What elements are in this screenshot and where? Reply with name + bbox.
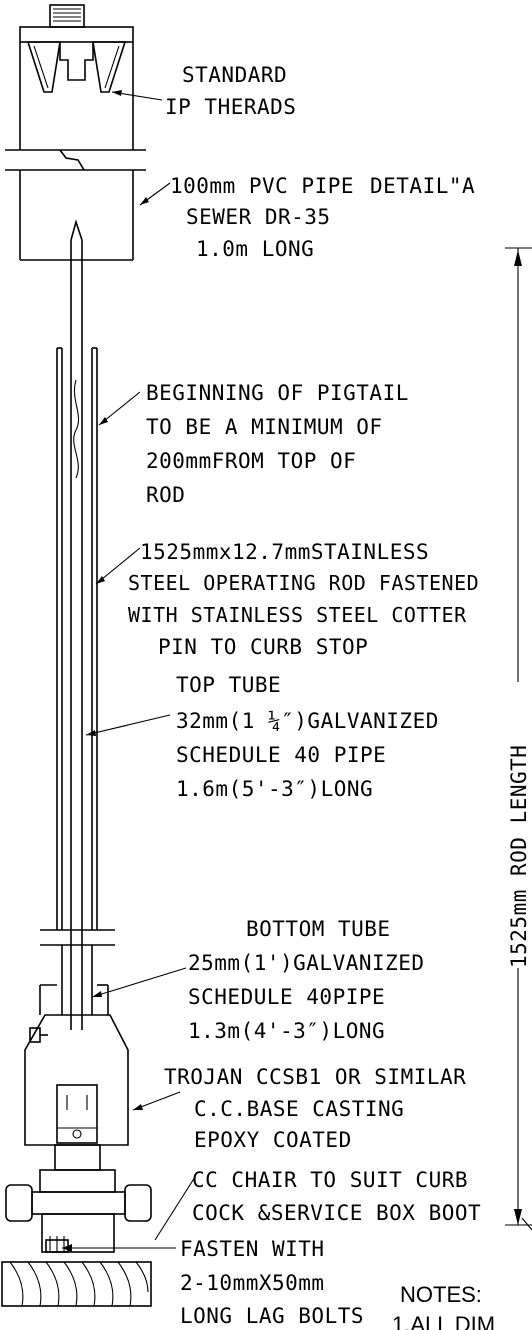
bottom-tube-line-1: BOTTOM TUBE — [246, 917, 391, 941]
rod-line-2: STEEL OPERATING ROD FASTENED — [128, 571, 479, 595]
chair-line-2: COCK &SERVICE BOX BOOT — [192, 1201, 481, 1225]
notes-title: NOTES: — [400, 1282, 482, 1307]
callout-top-tube: TOP TUBE 32mm(1 ¼″)GALVANIZED SCHEDULE 4… — [176, 673, 439, 801]
detail-label: DETAIL"A — [370, 174, 475, 198]
bottom-tube-line-3: SCHEDULE 40PIPE — [188, 985, 385, 1009]
pvc-pipe — [5, 41, 146, 261]
rod-line-1: 1525mmx12.7mmSTAINLESS — [140, 540, 429, 564]
callout-pvc-pipe: 100mm PVC PIPE SEWER DR-35 1.0m LONG — [170, 174, 354, 261]
chair-line-1: CC CHAIR TO SUIT CURB — [192, 1168, 468, 1192]
rod-length-label: 1525mm ROD LENGTH — [507, 745, 531, 968]
curb-stop — [5, 1144, 152, 1253]
rod-and-tubes — [40, 219, 115, 1030]
casting-line-2: C.C.BASE CASTING — [194, 1097, 404, 1121]
top-tube-line-1: TOP TUBE — [176, 673, 281, 697]
timber-base — [1, 1261, 152, 1307]
pvc-line-2: SEWER DR-35 — [186, 205, 331, 229]
rod-line-3: WITH STAINLESS STEEL COTTER — [128, 603, 467, 627]
top-tube-line-3: SCHEDULE 40 PIPE — [176, 743, 386, 767]
pigtail-line-1: BEGINNING OF PIGTAIL — [146, 381, 409, 405]
callout-standard-threads: STANDARD IP THERADS — [165, 63, 296, 119]
rod-line-4: PIN TO CURB STOP — [158, 635, 368, 659]
pvc-line-1: 100mm PVC PIPE — [170, 174, 354, 198]
bottom-tube-line-2: 25mm(1')GALVANIZED — [188, 951, 425, 975]
base-casting — [24, 984, 129, 1146]
top-tube-line-2: 32mm(1 ¼″)GALVANIZED — [176, 709, 439, 733]
callout-fasten: FASTEN WITH 2-10mmX50mm LONG LAG BOLTS — [180, 1237, 364, 1328]
thread-cap — [19, 4, 134, 43]
notes: NOTES: 1.ALL DIM — [392, 1282, 495, 1330]
pigtail-line-2: TO BE A MINIMUM OF — [146, 415, 383, 439]
bottom-tube-line-4: 1.3m(4'-3″)LONG — [188, 1019, 385, 1043]
rod-length-dimension: 1525mm ROD LENGTH — [505, 247, 532, 1231]
top-tube-line-4: 1.6m(5'-3″)LONG — [176, 777, 373, 801]
fasten-line-2: 2-10mmX50mm — [180, 1271, 325, 1295]
leader-lines — [62, 90, 196, 1252]
fasten-line-3: LONG LAG BOLTS — [180, 1304, 364, 1328]
casting-line-1: TROJAN CCSB1 OR SIMILAR — [164, 1065, 466, 1089]
pigtail-line-3: 200mmFROM TOP OF — [146, 449, 356, 473]
pigtail-line-4: ROD — [146, 483, 185, 507]
callout-base-casting: TROJAN CCSB1 OR SIMILAR C.C.BASE CASTING… — [164, 1065, 466, 1152]
notes-line-1: 1.ALL DIM — [392, 1312, 495, 1330]
fasten-line-1: FASTEN WITH — [180, 1237, 325, 1261]
threads-line-1: STANDARD — [182, 63, 287, 87]
casting-line-3: EPOXY COATED — [194, 1128, 352, 1152]
callout-operating-rod: 1525mmx12.7mmSTAINLESS STEEL OPERATING R… — [128, 540, 479, 659]
callout-cc-chair: CC CHAIR TO SUIT CURB COCK &SERVICE BOX … — [192, 1168, 481, 1225]
threads-line-2: IP THERADS — [165, 95, 296, 119]
callout-pigtail: BEGINNING OF PIGTAIL TO BE A MINIMUM OF … — [146, 381, 409, 507]
pvc-line-3: 1.0m LONG — [196, 237, 314, 261]
callout-bottom-tube: BOTTOM TUBE 25mm(1')GALVANIZED SCHEDULE … — [188, 917, 425, 1043]
